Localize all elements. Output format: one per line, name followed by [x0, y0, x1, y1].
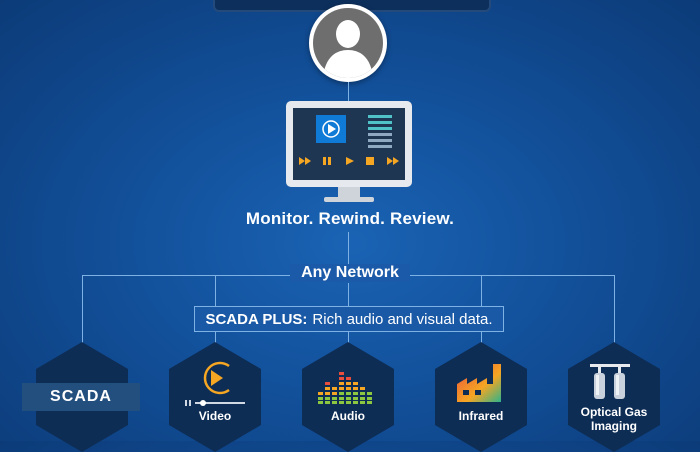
connector-line: [348, 232, 349, 264]
node-ogi-label-line2: Imaging: [590, 419, 637, 433]
tagline: Monitor. Rewind. Review.: [245, 209, 455, 228]
scada-plus-title: SCADA PLUS:: [205, 310, 308, 328]
node-audio: Audio: [300, 342, 396, 452]
node-video-label: Video: [198, 409, 232, 423]
node-video: Video: [167, 342, 263, 452]
avatar: [309, 4, 387, 82]
scada-plus-text: Rich audio and visual data.: [312, 310, 493, 328]
node-ogi-label-line1: Optical Gas: [580, 405, 648, 419]
gas-cylinder-icon: [590, 364, 630, 399]
network-label: Any Network: [290, 264, 410, 282]
node-infrared: Infrared: [433, 342, 529, 452]
connector-line: [348, 82, 349, 101]
node-audio-label: Audio: [331, 409, 365, 423]
user-silhouette-icon: [313, 8, 383, 78]
connector-line: [614, 275, 615, 345]
scada-label: SCADA: [22, 383, 140, 411]
scada-plus-box: SCADA PLUS: Rich audio and visual data.: [194, 306, 504, 332]
node-optical-gas-imaging: Optical Gas Imaging: [566, 342, 662, 452]
play-icon: [185, 361, 245, 406]
monitor-icon: [286, 101, 412, 205]
factory-icon: [457, 364, 501, 402]
node-infrared-label: Infrared: [458, 409, 504, 423]
equalizer-icon: [318, 372, 372, 404]
connector-line: [82, 275, 83, 345]
